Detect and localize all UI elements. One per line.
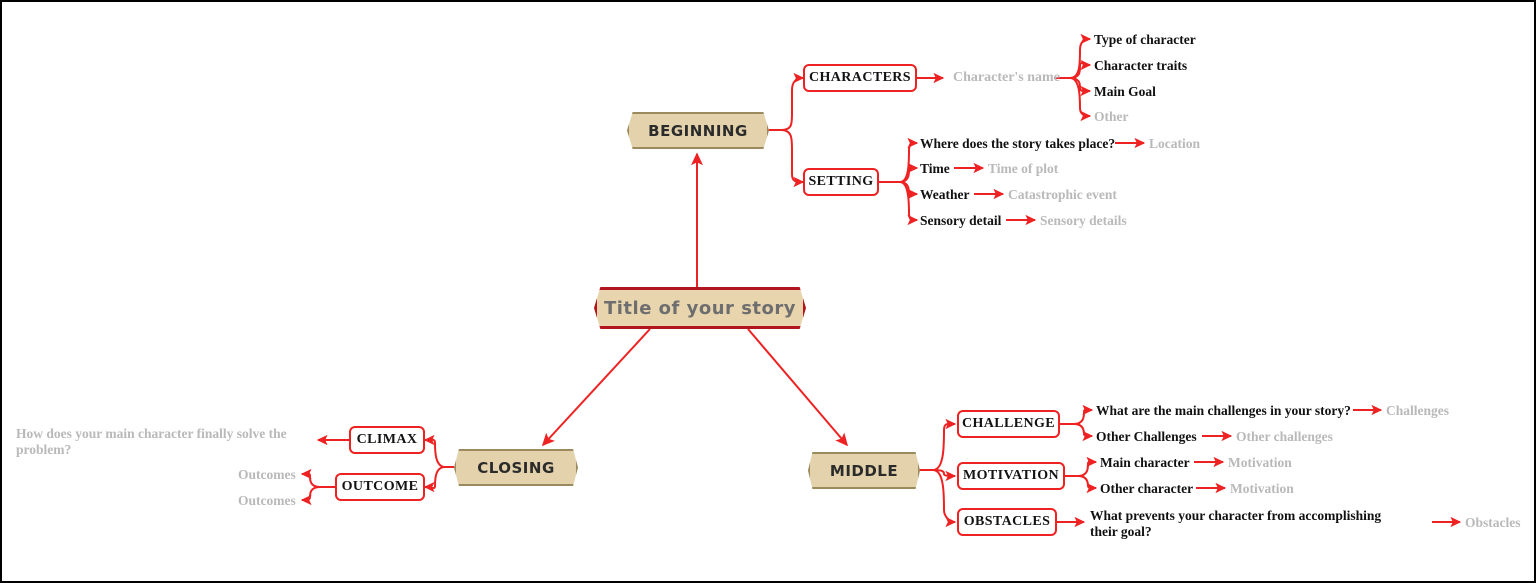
subtopic-challenge-label: CHALLENGE <box>961 416 1056 431</box>
motivation-leaf-1: Other character <box>1100 481 1194 496</box>
root-node-label: Title of your story <box>603 297 796 319</box>
subtopic-setting-label: SETTING <box>808 174 874 189</box>
motivation-target-0: Motivation <box>1228 455 1292 470</box>
branch-node-closing-label: CLOSING <box>477 458 555 477</box>
motivation-leaf-0: Main character <box>1100 455 1190 470</box>
subtopic-outcome-label: OUTCOME <box>341 479 419 494</box>
subtopic-challenge[interactable]: CHALLENGE <box>957 410 1060 438</box>
challenge-leaf-1: Other Challenges <box>1096 429 1197 444</box>
branch-node-beginning-label: BEGINNING <box>648 121 748 140</box>
subtopic-motivation-label: MOTIVATION <box>962 468 1060 483</box>
obstacles-target-0: Obstacles <box>1465 515 1521 530</box>
outcome-leaf-0: Outcomes <box>238 467 296 482</box>
subtopic-obstacles[interactable]: OBSTACLES <box>957 508 1057 536</box>
subtopic-climax-label: CLIMAX <box>356 432 418 447</box>
subtopic-climax[interactable]: CLIMAX <box>349 426 425 454</box>
branch-node-beginning[interactable]: BEGINNING <box>627 112 769 149</box>
motivation-target-1: Motivation <box>1230 481 1294 496</box>
characters-detail: Character's name <box>953 70 1060 85</box>
subtopic-characters-label: CHARACTERS <box>808 70 911 85</box>
setting-target-3: Sensory details <box>1040 213 1127 228</box>
obstacles-leaf-0: What prevents your character from accomp… <box>1090 508 1382 539</box>
branch-node-closing[interactable]: CLOSING <box>454 449 578 486</box>
setting-leaf-2: Weather <box>920 187 970 202</box>
subtopic-motivation[interactable]: MOTIVATION <box>957 462 1065 490</box>
branch-node-middle[interactable]: MIDDLE <box>808 452 920 489</box>
subtopic-setting[interactable]: SETTING <box>803 168 879 196</box>
root-node[interactable]: Title of your story <box>594 287 806 329</box>
characters-leaf-0: Type of character <box>1094 32 1196 47</box>
setting-leaf-1: Time <box>920 161 950 176</box>
challenge-leaf-0: What are the main challenges in your sto… <box>1096 403 1351 418</box>
branch-node-middle-label: MIDDLE <box>829 461 899 480</box>
characters-leaf-3: Other <box>1094 109 1129 124</box>
subtopic-obstacles-label: OBSTACLES <box>963 514 1051 529</box>
setting-target-0: Location <box>1149 136 1201 151</box>
setting-target-1: Time of plot <box>988 161 1059 176</box>
setting-target-2: Catastrophic event <box>1008 187 1117 202</box>
setting-leaf-3: Sensory detail <box>920 213 1002 228</box>
characters-leaf-2: Main Goal <box>1094 84 1156 99</box>
challenge-target-1: Other challenges <box>1236 429 1333 444</box>
characters-leaf-1: Character traits <box>1094 58 1188 73</box>
setting-leaf-0: Where does the story takes place? <box>920 136 1116 151</box>
subtopic-outcome[interactable]: OUTCOME <box>335 473 425 501</box>
outcome-leaf-1: Outcomes <box>238 493 296 508</box>
climax-leaf-0: How does your main character finally sol… <box>16 426 287 457</box>
subtopic-characters[interactable]: CHARACTERS <box>803 64 917 92</box>
challenge-target-0: Challenges <box>1386 403 1450 418</box>
